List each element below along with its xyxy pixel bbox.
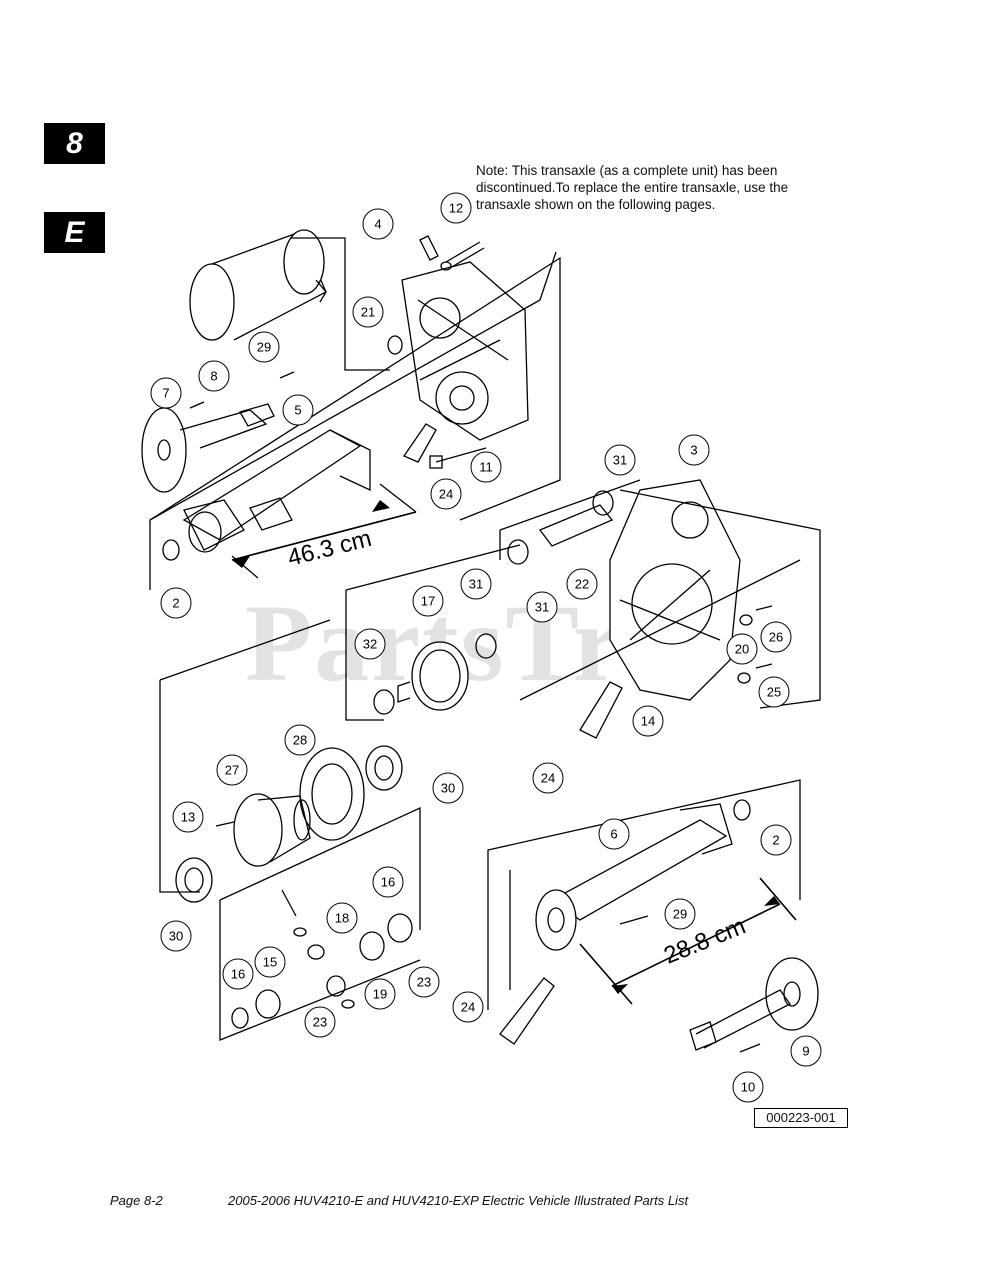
callout-circle xyxy=(470,451,502,483)
callout-number: 31 xyxy=(469,577,483,592)
subsection-tab: E xyxy=(44,212,105,253)
callout-number: 18 xyxy=(335,911,349,926)
callout-number: 24 xyxy=(439,487,453,502)
callout-circle xyxy=(304,1006,336,1038)
reference-code: 000223-001 xyxy=(754,1108,848,1128)
callout-circle xyxy=(760,824,792,856)
callout-number: 23 xyxy=(313,1015,327,1030)
callout-number: 8 xyxy=(210,369,217,384)
callout-circle xyxy=(460,568,492,600)
callout-circle xyxy=(790,1035,822,1067)
callout-number: 21 xyxy=(361,305,375,320)
callout-circle xyxy=(760,621,792,653)
callout-circle xyxy=(222,958,254,990)
callout-number: 5 xyxy=(294,403,301,418)
callout-circle xyxy=(664,898,696,930)
callout-circle xyxy=(430,478,462,510)
callout-circle xyxy=(412,585,444,617)
callout-number: 9 xyxy=(802,1044,809,1059)
callout-circle xyxy=(354,628,386,660)
callout-circle xyxy=(216,754,248,786)
callout-circle xyxy=(364,978,396,1010)
callout-number: 2 xyxy=(172,596,179,611)
callout-circle xyxy=(678,434,710,466)
callout-circle xyxy=(598,818,630,850)
callout-circle xyxy=(432,772,464,804)
callout-circle xyxy=(452,991,484,1023)
callout-circle xyxy=(758,676,790,708)
callout-circle xyxy=(726,633,758,665)
callout-number: 28 xyxy=(293,733,307,748)
callout-number: 29 xyxy=(257,340,271,355)
callout-circle xyxy=(254,946,286,978)
callout-number: 25 xyxy=(767,685,781,700)
callout-number: 26 xyxy=(769,630,783,645)
callout-number: 27 xyxy=(225,763,239,778)
callout-number: 16 xyxy=(381,875,395,890)
callout-circle xyxy=(248,331,280,363)
note-line: discontinued.To replace the entire trans… xyxy=(476,180,789,195)
callout-number: 15 xyxy=(263,955,277,970)
callout-number: 6 xyxy=(610,827,617,842)
callout-number: 22 xyxy=(575,577,589,592)
callout-circle xyxy=(604,444,636,476)
dimension-left-axle: 46.3 cm xyxy=(285,525,374,572)
discontinued-note: Note: This transaxle (as a complete unit… xyxy=(476,162,826,213)
callout-circle xyxy=(408,966,440,998)
callout-number: 31 xyxy=(535,600,549,615)
callout-circle xyxy=(532,762,564,794)
callout-number: 32 xyxy=(363,637,377,652)
callout-number: 16 xyxy=(231,967,245,982)
callout-circle xyxy=(372,866,404,898)
footer-page-number: Page 8-2 xyxy=(110,1193,163,1208)
callout-number: 24 xyxy=(541,771,555,786)
callout-circle xyxy=(566,568,598,600)
callout-number: 10 xyxy=(741,1080,755,1095)
callout-circle xyxy=(440,192,472,224)
callout-number: 14 xyxy=(641,714,655,729)
callout-number: 24 xyxy=(461,1000,475,1015)
callout-circle xyxy=(326,902,358,934)
callout-circle xyxy=(150,377,182,409)
callout-number: 19 xyxy=(373,987,387,1002)
callout-circle xyxy=(526,591,558,623)
footer-title: 2005-2006 HUV4210-E and HUV4210-EXP Elec… xyxy=(228,1193,689,1208)
callout-number: 23 xyxy=(417,975,431,990)
callout-number: 7 xyxy=(162,386,169,401)
callout-circle xyxy=(160,587,192,619)
callout-number: 29 xyxy=(673,907,687,922)
callout-circle xyxy=(284,724,316,756)
callout-number: 13 xyxy=(181,810,195,825)
callout-circle xyxy=(732,1071,764,1103)
note-line: transaxle shown on the following pages. xyxy=(476,197,716,212)
callout-number: 20 xyxy=(735,642,749,657)
callout-circle xyxy=(282,394,314,426)
callout-number: 2 xyxy=(772,833,779,848)
callout-number: 31 xyxy=(613,453,627,468)
callout-number: 12 xyxy=(449,201,463,216)
callout-circle xyxy=(352,296,384,328)
callout-circle xyxy=(172,801,204,833)
callout-number: 11 xyxy=(479,460,493,475)
callout-circle xyxy=(362,208,394,240)
callout-number: 30 xyxy=(169,929,183,944)
callout-circle xyxy=(632,705,664,737)
callout-number: 30 xyxy=(441,781,455,796)
callout-circle xyxy=(160,920,192,952)
callout-number: 3 xyxy=(690,443,697,458)
callout-number: 17 xyxy=(421,594,435,609)
note-line: Note: This transaxle (as a complete unit… xyxy=(476,163,778,178)
callout-circle xyxy=(198,360,230,392)
section-tab: 8 xyxy=(44,123,105,164)
callout-number: 4 xyxy=(374,217,381,232)
